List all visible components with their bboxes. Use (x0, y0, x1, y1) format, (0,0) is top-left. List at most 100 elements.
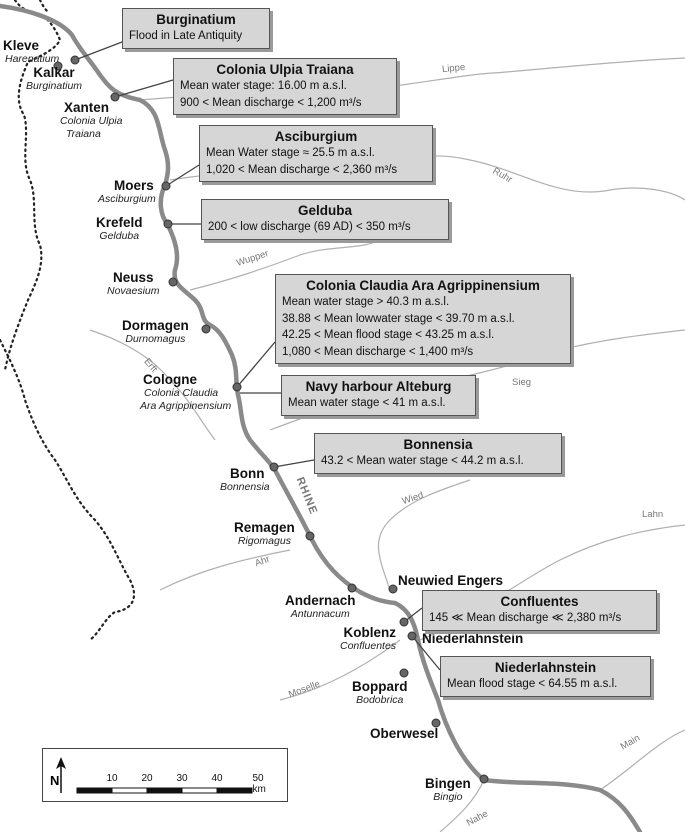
place-latin: Durnomagus (125, 333, 186, 345)
scale-bar-graphic (56, 757, 253, 794)
marker-kleve (53, 61, 63, 71)
place-name: Boppard (352, 679, 408, 694)
scale-tick-label: 30 (176, 773, 188, 784)
info-box-gelduba: Gelduba 200 < low discharge (69 AD) < 35… (201, 199, 449, 240)
place-koblenz: Koblenz Confluentes (340, 625, 396, 653)
place-krefeld: Krefeld Gelduba (96, 215, 143, 243)
place-latin: Traiana (66, 128, 101, 140)
place-niederlahnstein: Niederlahnstein (422, 631, 523, 646)
info-box-asciburgium: Asciburgium Mean Water stage ≈ 25.5 m a.… (199, 125, 433, 182)
info-box-title: Niederlahnstein (494, 660, 597, 675)
marker-koblenz (399, 617, 409, 627)
place-kalkar: Kalkar Burginatium (26, 65, 82, 93)
info-box-title: Burginatium (156, 12, 236, 27)
scale-bar-panel: N 10 20 30 40 50 km (42, 748, 288, 802)
info-box-line: 200 < low discharge (69 AD) < 350 m³/s (208, 221, 411, 233)
info-box-line: Mean water stage: 16.00 m a.s.l. (180, 80, 347, 92)
info-box-line: Mean flood stage < 64.55 m a.s.l. (447, 678, 618, 690)
leader-cca (236, 341, 276, 388)
north-arrow-icon (56, 757, 66, 793)
marker-krefeld (163, 219, 173, 229)
info-box-line: 145 ≪ Mean discharge ≪ 2,380 m³/s (429, 612, 622, 624)
place-cologne: Cologne Colonia Claudia Ara Agrippinensi… (140, 372, 231, 413)
info-box-title: Colonia Ulpia Traiana (216, 62, 354, 77)
place-dormagen: Dormagen Durnomagus (122, 318, 189, 346)
place-name: Cologne (143, 372, 197, 387)
place-name: Moers (114, 178, 154, 193)
info-box-title: Gelduba (297, 203, 352, 218)
label-lahn: Lahn (642, 509, 664, 520)
place-latin: Ara Agrippinensium (140, 400, 232, 412)
place-latin: Colonia Ulpia (60, 115, 123, 127)
marker-remagen (305, 531, 315, 541)
place-moers: Moers Asciburgium (98, 178, 156, 206)
leader-burginatium (74, 41, 123, 61)
info-box-line: 900 < Mean discharge < 1,200 m³/s (180, 96, 362, 109)
scale-bar (76, 787, 253, 794)
leader-asciburgium (165, 164, 200, 187)
info-box-line: 38.88 < Mean lowwater stage < 39.70 m a.… (282, 312, 515, 325)
info-box-burginatium: Burginatium Flood in Late Antiquity (122, 8, 270, 49)
border-line-east (0, 338, 136, 642)
marker-andernach (347, 583, 357, 593)
place-latin: Rigomagus (237, 535, 291, 547)
marker-dormagen (201, 324, 211, 334)
scale-tick-label: 40 (211, 773, 223, 784)
scale-tick-label: 10 (106, 773, 118, 784)
place-neuwied: Neuwied Engers (398, 573, 503, 588)
place-latin: Novaesium (107, 285, 160, 297)
place-name: Xanten (64, 100, 110, 115)
place-xanten: Xanten Colonia Ulpia Traiana (60, 100, 122, 141)
moselle-river (279, 639, 401, 701)
place-latin: Bingio (433, 791, 463, 803)
place-name: Bonn (230, 466, 265, 481)
marker-oberwesel (431, 718, 441, 728)
info-box-line: 1,080 < Mean discharge < 1,400 m³/s (282, 345, 474, 358)
marker-kalkar (70, 55, 80, 65)
info-box-bonnensia: Bonnensia 43.2 < Mean water stage < 44.2… (314, 433, 562, 474)
info-box-line: 1,020 < Mean discharge < 2,360 m³/s (206, 163, 398, 176)
place-name: Kalkar (33, 65, 75, 80)
info-box-niederlahnstein: Niederlahnstein Mean flood stage < 64.55… (440, 656, 651, 697)
info-box-line: Mean water stage < 41 m a.s.l. (288, 397, 446, 409)
place-name: Neuss (113, 270, 154, 285)
place-latin: Confluentes (340, 640, 397, 652)
info-box-title: Colonia Claudia Ara Agrippinensium (306, 278, 540, 293)
place-name: Neuwied Engers (398, 573, 504, 588)
info-box-colonia-claudia: Colonia Claudia Ara Agrippinensium Mean … (275, 274, 571, 364)
info-box-line: 42.25 < Mean flood stage < 43.25 m a.s.l… (282, 329, 495, 341)
wupper-river (189, 239, 381, 291)
info-box-title: Asciburgium (274, 129, 358, 144)
info-box-title: Navy harbour Alteburg (305, 379, 452, 394)
place-latin: Asciburgium (98, 193, 156, 205)
place-latin: Burginatium (26, 80, 83, 92)
place-oberwesel: Oberwesel (370, 726, 438, 741)
wied-river (377, 479, 471, 591)
leader-niederlahnstein (411, 635, 441, 671)
nahe-river (439, 779, 485, 832)
label-sieg: Sieg (512, 377, 532, 388)
marker-niederlahnstein (407, 631, 417, 641)
marker-neuwied (388, 584, 398, 594)
border-line-north (3, 0, 62, 372)
place-remagen: Remagen Rigomagus (234, 520, 295, 548)
place-name: Dormagen (122, 318, 189, 333)
marker-boppard (399, 668, 409, 678)
place-name: Bingen (425, 776, 471, 791)
leader-ulpia (114, 79, 174, 98)
place-name: Niederlahnstein (422, 631, 524, 646)
info-box-line: Mean water stage > 40.3 m a.s.l. (282, 296, 450, 308)
place-latin: Gelduba (99, 230, 140, 242)
ahr-river (159, 549, 291, 591)
info-box-colonia-ulpia-traiana: Colonia Ulpia Traiana Mean water stage: … (173, 58, 397, 115)
marker-moers (161, 181, 171, 191)
place-latin: Bonnensia (220, 481, 270, 493)
scale-tick-label: 50 km (252, 773, 266, 795)
place-name: Krefeld (96, 215, 143, 230)
info-box-line: 43.2 < Mean water stage < 44.2 m a.s.l. (321, 455, 524, 467)
scale-tick-label: 20 (141, 773, 153, 784)
info-box-line: Flood in Late Antiquity (129, 30, 243, 42)
info-box-navy-harbour-alteburg: Navy harbour Alteburg Mean water stage <… (281, 375, 476, 416)
